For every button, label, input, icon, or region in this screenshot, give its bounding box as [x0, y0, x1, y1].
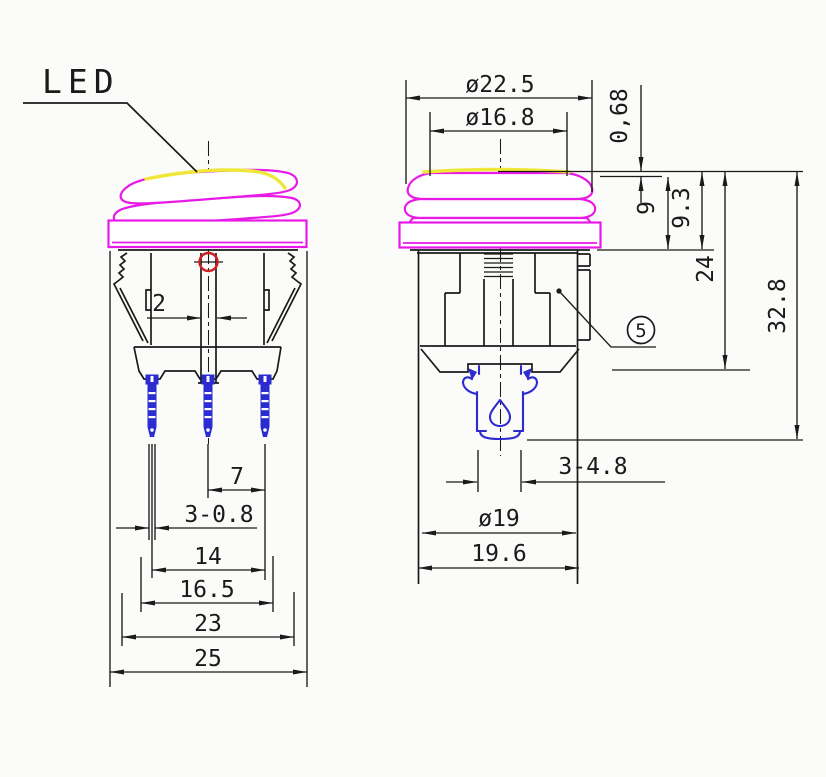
label-dia-19: ø19 — [478, 506, 520, 532]
balloon-leader-line — [558, 290, 656, 348]
led-lens-highlight-side — [144, 168, 287, 190]
dimension-labels: 2 7 3-0.8 14 16.5 23 25 ø22.5 ø16.8 0,68… — [152, 72, 791, 672]
led-callout: LED — [23, 62, 198, 173]
label-stem-2: 2 — [152, 291, 166, 317]
label-h-9: 9 — [634, 201, 660, 215]
label-body-23: 23 — [194, 611, 222, 637]
led-label: LED — [42, 62, 120, 101]
terminal-front — [461, 364, 539, 441]
datum-circle — [198, 251, 219, 273]
right-view — [398, 167, 602, 584]
balloon-number: 5 — [635, 320, 646, 342]
label-h-24: 24 — [693, 255, 719, 283]
label-span-14: 14 — [194, 544, 222, 570]
dimension-lines — [110, 85, 800, 675]
pin-right — [258, 374, 272, 437]
switch-body-front — [410, 249, 591, 584]
balloon-callout: 5 — [556, 288, 656, 348]
rocker-actuator-side-top — [119, 168, 298, 205]
balloon-leader-dot — [556, 288, 562, 294]
label-h-0-68: 0,68 — [607, 88, 633, 143]
terminal-pins-side — [145, 374, 272, 437]
led-leader-line — [23, 102, 198, 173]
balloon-circle — [626, 315, 656, 345]
pin-left — [145, 374, 159, 437]
pin-center — [201, 374, 215, 437]
extension-lines — [109, 80, 803, 687]
label-flange-25: 25 — [194, 646, 222, 672]
rocker-actuator-front-lower — [403, 197, 597, 220]
spring-hatch — [484, 253, 513, 278]
rocker-actuator-front-top — [406, 171, 594, 201]
label-h-9-3: 9.3 — [669, 187, 695, 229]
label-pin-thickness: 3-0.8 — [184, 502, 253, 528]
label-term-3-4-8: 3-4.8 — [558, 454, 627, 480]
label-pitch-7: 7 — [230, 464, 244, 490]
label-dia-16-8: ø16.8 — [465, 105, 534, 131]
label-w-19-6: 19.6 — [471, 541, 526, 567]
label-dia-22-5: ø22.5 — [465, 72, 534, 98]
label-span-16-5: 16.5 — [179, 577, 234, 603]
left-view — [107, 168, 308, 437]
label-h-32-8: 32.8 — [765, 278, 791, 333]
